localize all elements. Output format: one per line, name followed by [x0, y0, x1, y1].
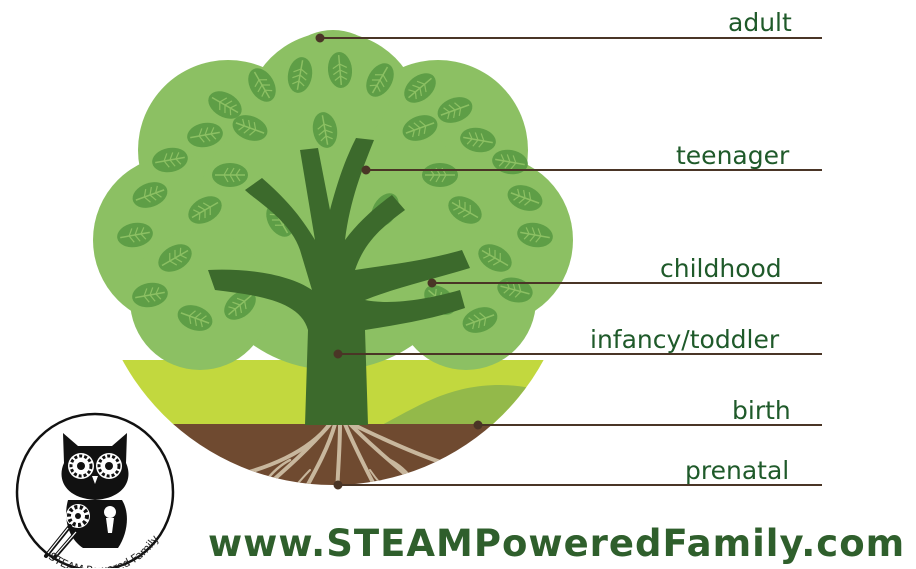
label-infancy-toddler: infancy/toddler [590, 325, 780, 354]
label-childhood: childhood [660, 254, 782, 283]
label-birth: birth [732, 396, 791, 425]
label-adult: adult [728, 8, 792, 37]
trunk [208, 138, 470, 425]
website-url: www.STEAMPoweredFamily.com [208, 522, 906, 565]
flask-icon [106, 518, 114, 533]
label-prenatal: prenatal [685, 456, 790, 485]
steam-powered-family-logo: STEAM Powered Family [15, 412, 175, 568]
leader-lines [315, 33, 822, 490]
label-teenager: teenager [676, 141, 790, 170]
